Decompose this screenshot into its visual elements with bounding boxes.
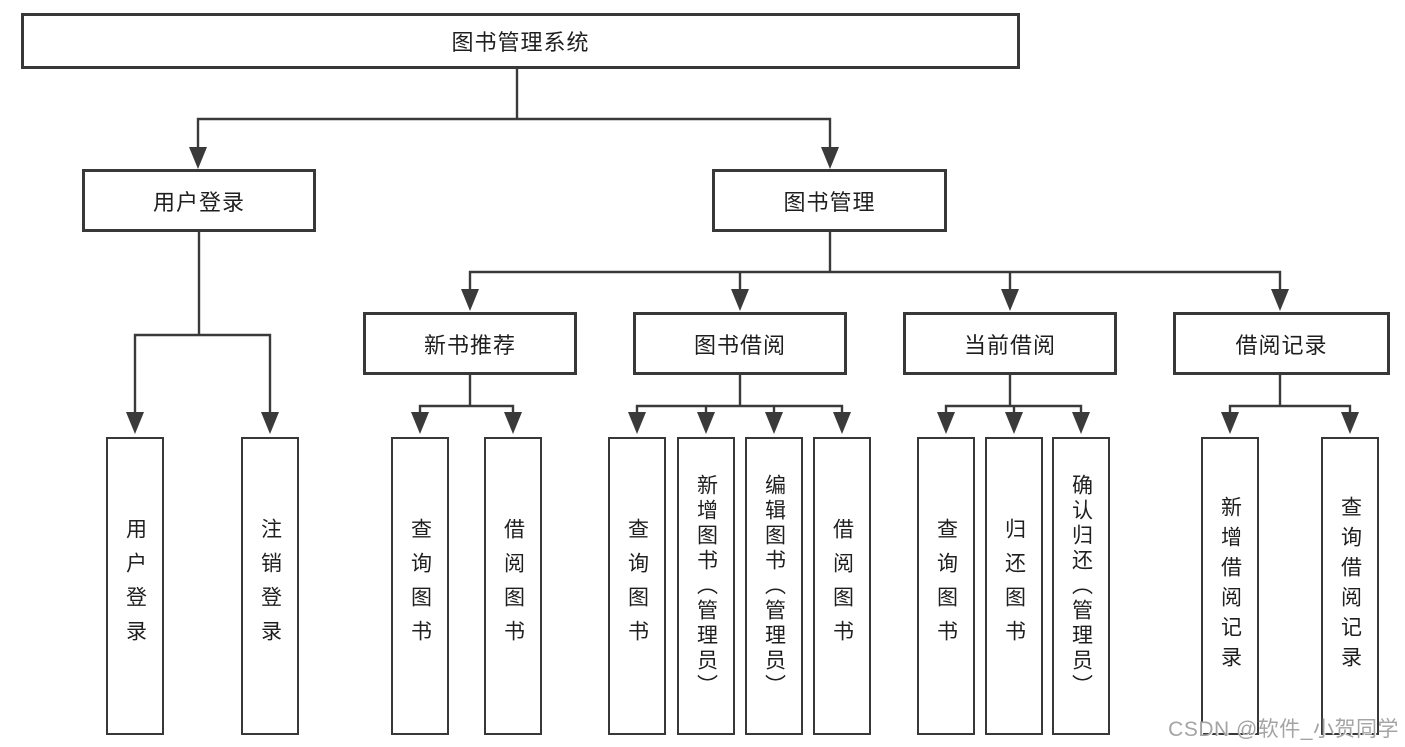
leaf-query-books-current: 查询图书 [917, 437, 975, 735]
node-label: 用户登录 [152, 189, 245, 215]
leaf-add-book-admin: 新增图书（管理员） [677, 437, 735, 735]
node-label: 新增图书（管理员） [694, 473, 718, 699]
node-label: 查询图书 [625, 518, 649, 654]
node-label: 图书管理系统 [451, 30, 590, 55]
node-label: 当前借阅 [963, 332, 1056, 358]
node-label: 借阅记录 [1235, 332, 1328, 358]
leaf-logout: 注销登录 [241, 437, 299, 735]
node-label: 编辑图书（管理员） [762, 473, 786, 699]
leaf-return-books: 归还图书 [985, 437, 1043, 735]
node-new-book-recommend: 新书推荐 [363, 312, 577, 375]
node-borrowing-records: 借阅记录 [1173, 312, 1390, 375]
node-label: 新书推荐 [423, 332, 516, 358]
node-label: 图书管理 [783, 189, 876, 215]
node-label: 查询图书 [934, 518, 958, 654]
node-label: 借阅图书 [830, 518, 854, 654]
leaf-add-borrow-record: 新增借阅记录 [1201, 437, 1259, 735]
leaf-query-borrow-record: 查询借阅记录 [1321, 437, 1379, 735]
leaf-query-books-borrowing: 查询图书 [608, 437, 666, 735]
node-label: 用户登录 [123, 518, 147, 654]
node-label: 图书借阅 [693, 332, 786, 358]
leaf-user-login: 用户登录 [106, 437, 164, 735]
node-label: 查询借阅记录 [1338, 496, 1362, 676]
leaf-edit-book-admin: 编辑图书（管理员） [745, 437, 803, 735]
node-user-login: 用户登录 [82, 169, 316, 232]
node-label: 注销登录 [258, 518, 282, 654]
leaf-borrow-books-recommend: 借阅图书 [484, 437, 542, 735]
csdn-watermark: CSDN @软件_小贺同学 [1168, 718, 1399, 741]
node-label: 新增借阅记录 [1218, 496, 1242, 676]
node-label: 借阅图书 [501, 518, 525, 654]
node-book-management: 图书管理 [712, 169, 947, 232]
node-library-management-system: 图书管理系统 [21, 13, 1020, 69]
node-current-borrowing: 当前借阅 [903, 312, 1117, 375]
leaf-query-books-recommend: 查询图书 [391, 437, 449, 735]
node-label: 确认归还（管理员） [1069, 473, 1093, 699]
node-book-borrowing: 图书借阅 [633, 312, 847, 375]
leaf-confirm-return-admin: 确认归还（管理员） [1052, 437, 1110, 735]
node-label: 查询图书 [408, 518, 432, 654]
leaf-borrow-books-borrowing: 借阅图书 [813, 437, 871, 735]
node-label: 归还图书 [1002, 518, 1026, 654]
